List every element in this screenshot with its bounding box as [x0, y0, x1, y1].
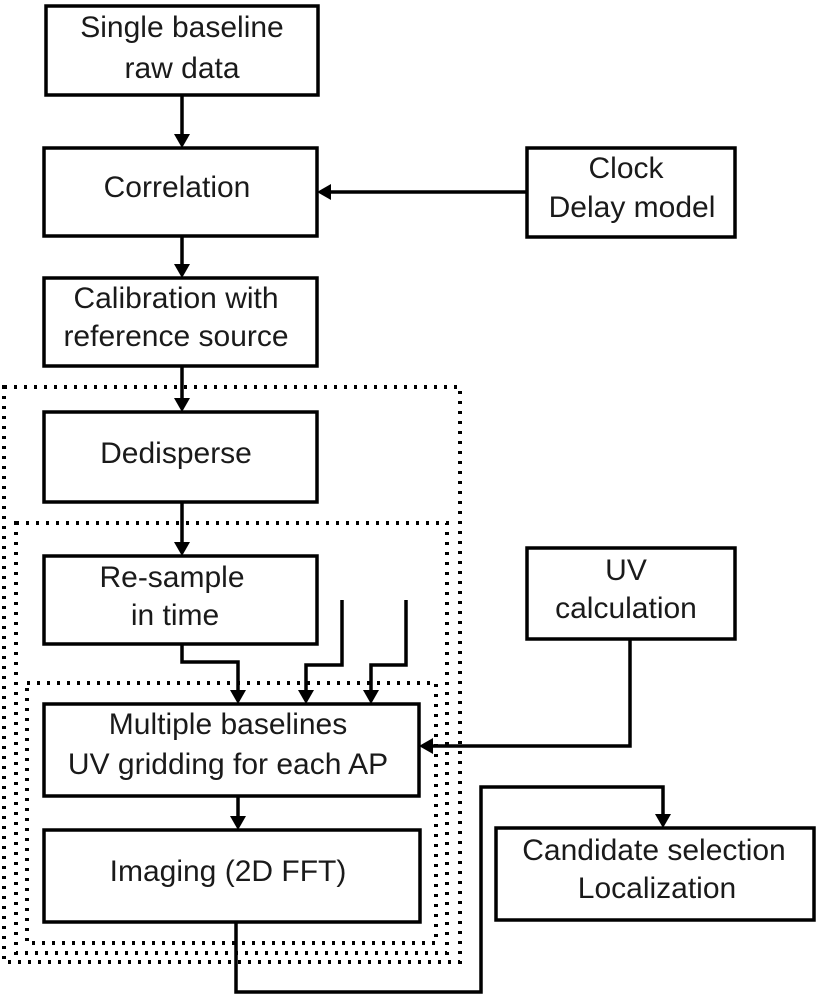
arrowheads — [174, 134, 671, 830]
resample-label-line-1: Re-sample — [99, 561, 244, 594]
resample-label-line-2: in time — [131, 599, 219, 632]
edge-baseline-input-1 — [304, 600, 344, 692]
node-uv-calculation: UV calculation — [525, 546, 737, 641]
edge-baseline-input-2 — [369, 600, 408, 692]
node-dedisperse: Dedisperse — [42, 410, 319, 504]
uvcalc-label-line-1: UV — [605, 554, 647, 587]
clock-label-line-2: Delay model — [549, 191, 716, 224]
arrowhead-imaging-top — [230, 816, 246, 830]
node-single-baseline-raw-data: Single baseline raw data — [44, 4, 320, 97]
candidate-label-line-1: Candidate selection — [522, 834, 786, 867]
raw-label-line-1: Single baseline — [80, 11, 283, 44]
correlation-label: Correlation — [104, 171, 251, 204]
arrowhead-gridding-left — [230, 690, 246, 704]
node-correlation: Correlation — [42, 146, 319, 238]
node-calibration: Calibration with reference source — [42, 276, 319, 368]
node-imaging: Imaging (2D FFT) — [42, 828, 422, 924]
gridding-label-line-1: Multiple baselines — [109, 708, 347, 741]
node-uv-gridding: Multiple baselines UV gridding for each … — [42, 702, 421, 798]
arrowhead-calibration-top — [174, 264, 190, 278]
arrowhead-gridding-side — [419, 738, 433, 754]
edge-imaging-to-candidate — [234, 785, 665, 994]
raw-label-line-2: raw data — [124, 52, 239, 85]
node-clock-delay-model: Clock Delay model — [525, 146, 737, 239]
gridding-label-line-2: UV gridding for each AP — [68, 748, 388, 781]
arrowhead-resample-top — [174, 542, 190, 556]
dedisperse-label: Dedisperse — [100, 437, 252, 470]
candidate-label-line-2: Localization — [578, 872, 736, 905]
arrowhead-correlation-right — [317, 184, 331, 200]
arrowhead-candidate-top — [655, 814, 671, 828]
clock-label-line-1: Clock — [588, 152, 664, 185]
node-resample-in-time: Re-sample in time — [42, 554, 319, 646]
connectors — [180, 95, 665, 994]
arrowhead-dedisperse-top — [174, 398, 190, 412]
arrowhead-correlation-top — [174, 134, 190, 148]
calibration-label-line-2: reference source — [63, 320, 288, 353]
calibration-label-line-1: Calibration with — [73, 282, 278, 315]
edge-resample-to-gridding — [180, 644, 240, 692]
arrowhead-gridding-right — [363, 690, 379, 704]
edge-uvcalc-to-gridding — [432, 639, 632, 748]
arrowhead-gridding-middle — [298, 690, 314, 704]
imaging-label: Imaging (2D FFT) — [110, 855, 347, 888]
uvcalc-label-line-2: calculation — [555, 592, 697, 625]
node-candidate-selection: Candidate selection Localization — [494, 826, 816, 922]
